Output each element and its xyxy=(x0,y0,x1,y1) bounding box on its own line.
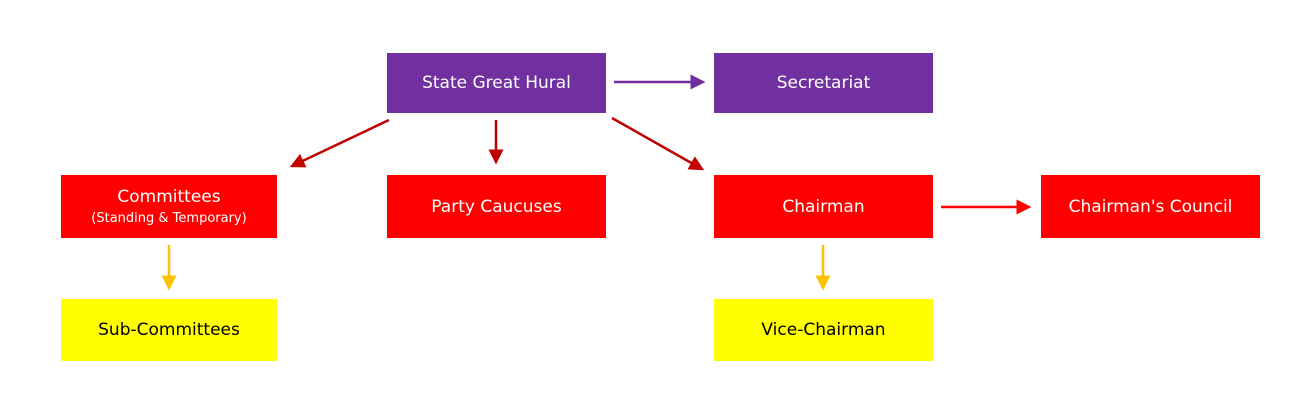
arrow-hural-to-committees xyxy=(289,118,390,168)
node-label: Chairman's Council xyxy=(1068,196,1233,217)
node-sub-committees: Sub-Committees xyxy=(61,299,277,361)
node-label: Vice-Chairman xyxy=(761,320,886,340)
node-label: State Great Hural xyxy=(422,73,571,93)
node-label: Secretariat xyxy=(776,73,871,93)
node-state-great-hural: State Great Hural xyxy=(387,53,606,113)
node-sublabel: (Standing & Temporary) xyxy=(91,211,247,226)
node-secretariat: Secretariat xyxy=(714,53,933,113)
node-label: Committees xyxy=(117,187,221,207)
node-label: Party Caucuses xyxy=(431,196,562,217)
node-chairmans-council: Chairman's Council xyxy=(1041,175,1260,238)
node-label: Sub-Committees xyxy=(98,320,240,340)
node-committees: Committees (Standing & Temporary) xyxy=(61,175,277,238)
node-label: Chairman xyxy=(782,196,865,217)
node-vice-chairman: Vice-Chairman xyxy=(714,299,933,361)
node-chairman: Chairman xyxy=(714,175,933,238)
arrow-hural-to-chairman xyxy=(611,116,705,171)
node-party-caucuses: Party Caucuses xyxy=(387,175,606,238)
